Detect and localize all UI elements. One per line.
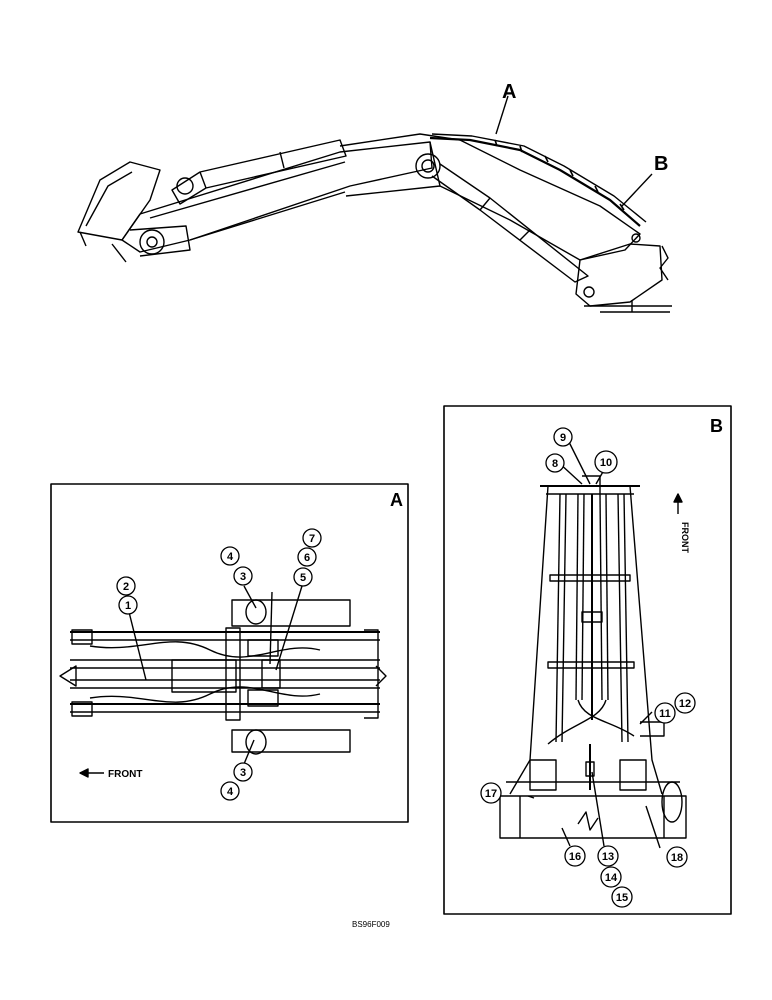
overview-label-a: A <box>502 81 516 103</box>
detail-b-frame <box>443 405 732 915</box>
svg-text:14: 14 <box>605 872 618 884</box>
detail-a-illustration <box>59 599 387 755</box>
leader-b <box>621 173 653 207</box>
overview-illustration <box>77 133 672 313</box>
svg-text:2: 2 <box>123 581 129 593</box>
callout: 8 <box>545 453 565 473</box>
detail-b-title: B <box>710 416 723 436</box>
leader-a <box>495 95 509 135</box>
svg-text:16: 16 <box>569 851 581 863</box>
svg-text:18: 18 <box>671 852 683 864</box>
svg-text:1: 1 <box>125 600 131 612</box>
overview-label-b: B <box>654 153 668 175</box>
callout: 9 <box>553 427 573 447</box>
figure-id: BS96F009 <box>352 920 390 929</box>
callout: 12 <box>674 692 696 714</box>
callout: 2 <box>116 576 136 596</box>
svg-text:13: 13 <box>602 851 614 863</box>
svg-text:17: 17 <box>485 788 497 800</box>
svg-text:9: 9 <box>560 432 566 444</box>
callout: 1 <box>118 595 138 615</box>
detail-b-callouts: 9 8 10 11 12 17 16 13 14 15 18 <box>480 427 696 908</box>
callout: 16 <box>564 845 586 867</box>
callout: 15 <box>611 886 633 908</box>
callout: 4 <box>220 546 240 566</box>
callout: 4 <box>220 781 240 801</box>
svg-text:6: 6 <box>304 552 310 564</box>
svg-text:7: 7 <box>309 533 315 545</box>
detail-a-frame <box>50 483 409 823</box>
callout: 11 <box>654 702 676 724</box>
svg-text:4: 4 <box>227 786 234 798</box>
svg-text:12: 12 <box>679 698 691 710</box>
callout: 3 <box>233 566 253 586</box>
callout: 10 <box>594 450 618 474</box>
callout: 18 <box>666 846 688 868</box>
callout: 13 <box>597 845 619 867</box>
svg-text:5: 5 <box>300 572 306 584</box>
callout: 5 <box>293 567 313 587</box>
svg-text:4: 4 <box>227 551 234 563</box>
svg-text:8: 8 <box>552 458 558 470</box>
svg-text:15: 15 <box>616 892 628 904</box>
detail-b-front-label: FRONT <box>680 522 690 553</box>
detail-b-illustration <box>499 475 687 839</box>
detail-a-callouts: 2 1 4 3 7 6 5 3 4 <box>116 528 322 801</box>
detail-a-title: A <box>390 490 403 510</box>
callout: 17 <box>480 782 502 804</box>
callout: 6 <box>297 547 317 567</box>
callout: 7 <box>302 528 322 548</box>
callout: 14 <box>600 866 622 888</box>
svg-text:3: 3 <box>240 767 246 779</box>
svg-text:10: 10 <box>600 457 612 469</box>
detail-a-front-label: FRONT <box>108 769 142 780</box>
svg-text:3: 3 <box>240 571 246 583</box>
callout: 3 <box>233 762 253 782</box>
svg-text:11: 11 <box>659 708 671 720</box>
